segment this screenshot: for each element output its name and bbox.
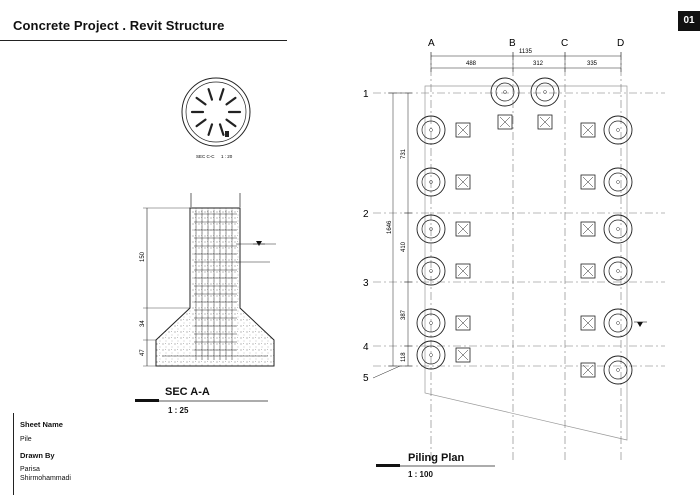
section-aa-title: SEC A-A <box>165 386 210 398</box>
pile <box>416 340 446 370</box>
pile-cap <box>580 174 596 190</box>
pile <box>603 308 633 338</box>
rebar-mark <box>195 96 207 106</box>
pile <box>603 355 633 385</box>
section-aa-underline <box>135 399 268 402</box>
rebar-mark <box>225 96 237 106</box>
pile-cross-section <box>181 77 251 147</box>
sheet-name-value: Pile <box>20 436 32 443</box>
pile-cap <box>580 362 596 378</box>
dim-47: 47 <box>140 349 146 356</box>
dim-410: 410 <box>401 241 407 252</box>
grid-label-d: D <box>617 38 624 49</box>
rebar-mark <box>195 118 207 128</box>
section-aa-dimension <box>143 207 190 367</box>
piling-plan-scale: 1 : 100 <box>408 470 433 479</box>
pile <box>603 214 633 244</box>
dim-335: 335 <box>587 61 598 67</box>
pile <box>416 256 446 286</box>
dim-731: 731 <box>401 148 407 159</box>
pile-cap <box>455 315 471 331</box>
grid-label-2: 2 <box>363 209 369 220</box>
dim-1135: 1135 <box>519 49 533 55</box>
pile-cap <box>580 263 596 279</box>
pile <box>416 115 446 145</box>
project-title: Concrete Project . Revit Structure <box>13 18 225 33</box>
piling-plan-title: Piling Plan <box>408 452 465 464</box>
grid-label-4: 4 <box>363 342 369 353</box>
grid-label-c: C <box>561 38 568 49</box>
drawn-by-label: Drawn By <box>20 451 55 460</box>
pile-cap <box>580 122 596 138</box>
pile <box>490 77 520 107</box>
dim-150: 150 <box>140 251 146 262</box>
rebar-mark <box>225 118 237 128</box>
pile <box>416 167 446 197</box>
pile-layout <box>416 77 633 385</box>
dim-488: 488 <box>466 61 477 67</box>
pile <box>416 308 446 338</box>
pile-cap <box>455 122 471 138</box>
grid-label-3: 3 <box>363 278 369 289</box>
pile-section-label: SEC C-C <box>196 154 215 159</box>
drawn-by-surname: Shirmohammadi <box>20 475 71 482</box>
pile-cap <box>537 114 553 130</box>
dim-1646: 1646 <box>387 220 393 234</box>
pile-cap <box>580 315 596 331</box>
section-aa-drawing <box>155 193 276 367</box>
rebar-mark <box>207 123 214 136</box>
pile-section-scale: 1 : 20 <box>221 154 233 159</box>
pile-cap <box>497 114 513 130</box>
piling-plan-underline <box>376 464 495 467</box>
pile <box>530 77 560 107</box>
section-aa-scale: 1 : 25 <box>168 406 189 415</box>
sheet-number-badge: 01 <box>678 11 700 31</box>
grid-label-a: A <box>428 38 435 49</box>
pile <box>603 256 633 286</box>
dim-312: 312 <box>533 61 544 67</box>
grid-label-5: 5 <box>363 373 369 384</box>
drawn-by-name: Parisa <box>20 466 40 473</box>
grid-label-b: B <box>509 38 516 49</box>
title-underline <box>0 40 287 41</box>
pile-cap <box>455 263 471 279</box>
piling-plan <box>373 52 665 460</box>
grid-label-1: 1 <box>363 89 369 100</box>
dim-118: 118 <box>401 352 407 362</box>
pile-cap <box>455 221 471 237</box>
rebar-mark <box>218 123 225 136</box>
rebar-mark <box>207 88 214 101</box>
title-block <box>13 413 94 495</box>
sheet-name-label: Sheet Name <box>20 420 63 429</box>
pile <box>603 115 633 145</box>
pile-cap <box>580 221 596 237</box>
pile <box>416 214 446 244</box>
dim-387: 387 <box>401 309 407 320</box>
rebar-mark <box>218 88 225 101</box>
dim-34: 34 <box>140 320 146 327</box>
pile <box>603 167 633 197</box>
pile-cap <box>455 174 471 190</box>
pile-cap <box>455 347 471 363</box>
